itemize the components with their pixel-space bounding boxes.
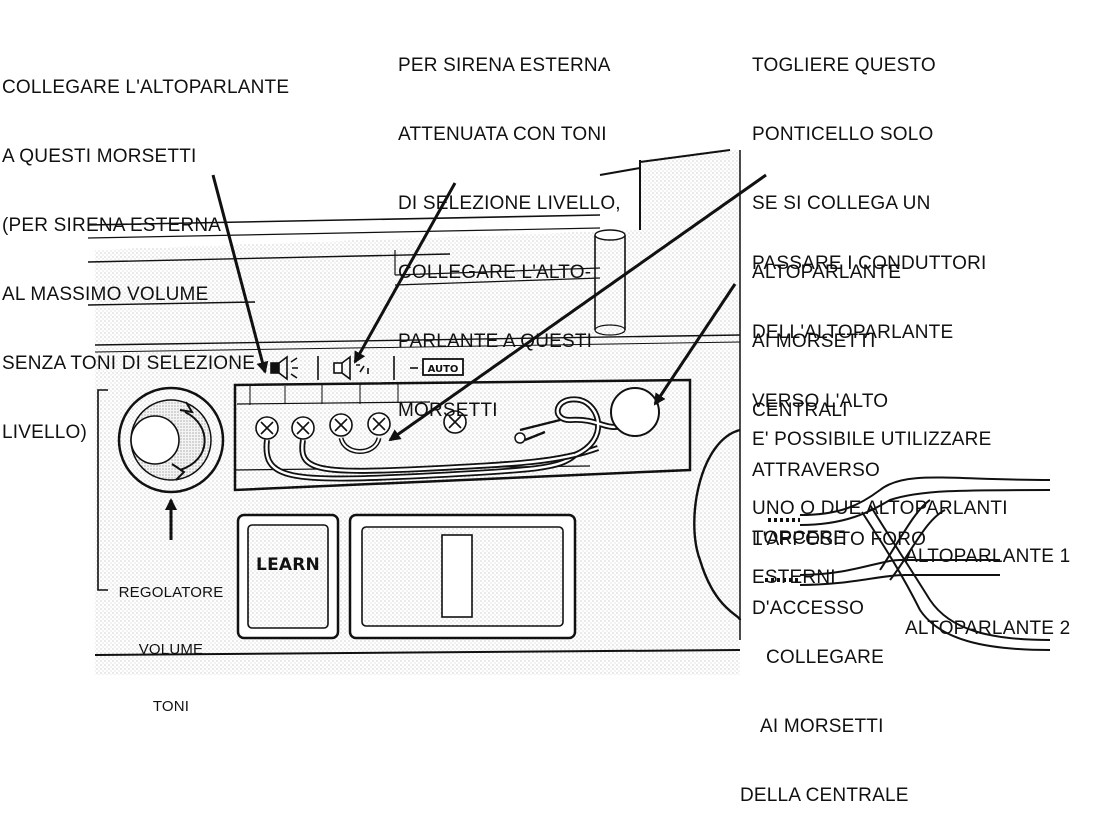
label-line: SENZA TONI DI SELEZIONE <box>2 353 256 374</box>
learn-button-outline <box>236 513 340 640</box>
terminal-screws <box>255 410 467 440</box>
label-line: ALTOPARLANTE <box>752 262 902 283</box>
auto-symbol-box <box>422 358 464 376</box>
leader-arrows <box>211 173 767 442</box>
label-line: ALTOPARLANTE 1 <box>905 546 1071 567</box>
label-line: L'APPOSITO FORO <box>752 529 927 550</box>
label-line: (PER SIRENA ESTERNA <box>2 215 222 236</box>
label-line: ATTRAVERSO <box>752 460 880 481</box>
label-line: TOGLIERE QUESTO <box>752 55 936 76</box>
label-line: DELLA CENTRALE <box>740 785 909 806</box>
label-line: PONTICELLO SOLO <box>752 124 934 145</box>
label-ponticello: TOGLIERE QUESTO PONTICELLO SOLO SE SI CO… <box>752 8 936 445</box>
terminal-panel <box>233 378 692 492</box>
auto-symbol-text: AUTO <box>428 364 459 375</box>
label-line: PARLANTE A QUESTI <box>398 331 593 352</box>
label-line: E' POSSIBILE UTILIZZARE <box>752 429 992 450</box>
label-torcere: TORCERE <box>752 481 846 573</box>
label-line: SE SI COLLEGA UN <box>752 193 931 214</box>
label-line: UNO O DUE ALTOPARLANTI <box>752 498 1008 519</box>
label-line: COLLEGARE L'ALTOPARLANTE <box>2 77 290 98</box>
label-line: ESTERNI <box>752 567 836 588</box>
label-morsetti-massimo: COLLEGARE L'ALTOPARLANTE A QUESTI MORSET… <box>2 30 289 467</box>
label-line: CENTRALI <box>752 400 848 421</box>
label-line: VOLUME <box>138 641 204 658</box>
label-line: REGOLATORE <box>118 584 224 601</box>
terminal-symbols <box>270 355 418 381</box>
label-line: ATTENUATA CON TONI <box>398 124 607 145</box>
label-line: AL MASSIMO VOLUME <box>2 284 209 305</box>
label-line: LIVELLO) <box>2 422 88 443</box>
volume-knob <box>117 386 225 494</box>
label-possibile: E' POSSIBILE UTILIZZARE UNO O DUE ALTOPA… <box>752 382 1008 612</box>
label-line: DI SELEZIONE LIVELLO, <box>398 193 621 214</box>
label-line: COLLEGARE <box>766 647 884 668</box>
label-collegare-morsetti: COLLEGARE AI MORSETTI DELLA CENTRALE <box>740 600 909 830</box>
label-line: DELL'ALTOPARLANTE <box>752 322 954 343</box>
label-line: AI MORSETTI <box>760 716 884 737</box>
label-line: VERSO L'ALTO <box>752 391 889 412</box>
speaker-wires <box>765 476 1051 651</box>
label-line: D'ACCESSO <box>752 598 865 619</box>
label-sirena-attenuata: PER SIRENA ESTERNA ATTENUATA CON TONI DI… <box>398 8 621 445</box>
label-line: COLLEGARE L'ALTO- <box>398 262 592 283</box>
label-altoparlante-2: ALTOPARLANTE 2 <box>905 571 1070 663</box>
label-line: ALTOPARLANTE 2 <box>905 618 1071 639</box>
label-altoparlante-1: ALTOPARLANTE 1 <box>905 499 1070 591</box>
label-passare-conduttori: PASSARE I CONDUTTORI DELL'ALTOPARLANTE V… <box>752 206 987 643</box>
control-panel-illustration: AUTO <box>87 149 1109 675</box>
label-line: TORCERE <box>752 528 846 549</box>
label-line: TONI <box>152 698 190 715</box>
slide-button <box>348 513 577 640</box>
label-line: PASSARE I CONDUTTORI <box>752 253 987 274</box>
label-regolatore: REGOLATORE VOLUME TONI <box>112 545 230 735</box>
bracket-line <box>97 389 108 591</box>
label-line: MORSETTI <box>398 400 498 421</box>
label-line: PER SIRENA ESTERNA <box>398 55 611 76</box>
housing-curve <box>693 428 742 621</box>
learn-button-label: LEARN <box>256 555 320 575</box>
label-line: A QUESTI MORSETTI <box>2 146 197 167</box>
label-line: AI MORSETTI <box>752 331 876 352</box>
